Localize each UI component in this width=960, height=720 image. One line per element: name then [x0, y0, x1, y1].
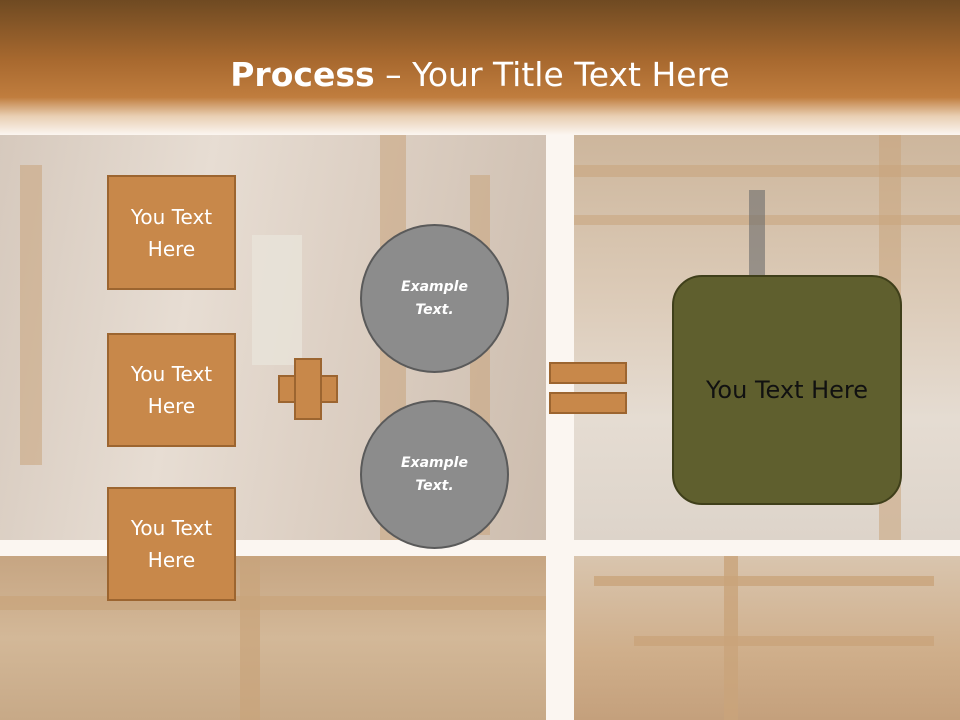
example-label: Example Text. — [401, 278, 468, 318]
title-bold: Process — [230, 55, 375, 94]
result-box[interactable]: You Text Here — [672, 275, 902, 505]
step-label: You Text Here — [130, 204, 213, 261]
result-label: You Text Here — [705, 376, 869, 404]
step-label: You Text Here — [130, 516, 213, 572]
step-box-3[interactable]: You Text Here — [107, 487, 236, 601]
slide-title: Process – Your Title Text Here — [0, 54, 960, 96]
example-circle-1[interactable]: Example Text. — [360, 224, 509, 373]
step-box-1[interactable]: You Text Here — [107, 175, 236, 290]
title-rest: – Your Title Text Here — [374, 55, 730, 94]
example-label: Example Text. — [401, 454, 468, 494]
step-box-2[interactable]: You Text Here — [107, 333, 236, 447]
step-label: You Text Here — [130, 362, 213, 418]
background-photo-trusses — [574, 556, 960, 720]
title-bar — [0, 0, 960, 135]
background-photo-roof-beams — [0, 556, 546, 720]
example-circle-2[interactable]: Example Text. — [360, 400, 509, 549]
